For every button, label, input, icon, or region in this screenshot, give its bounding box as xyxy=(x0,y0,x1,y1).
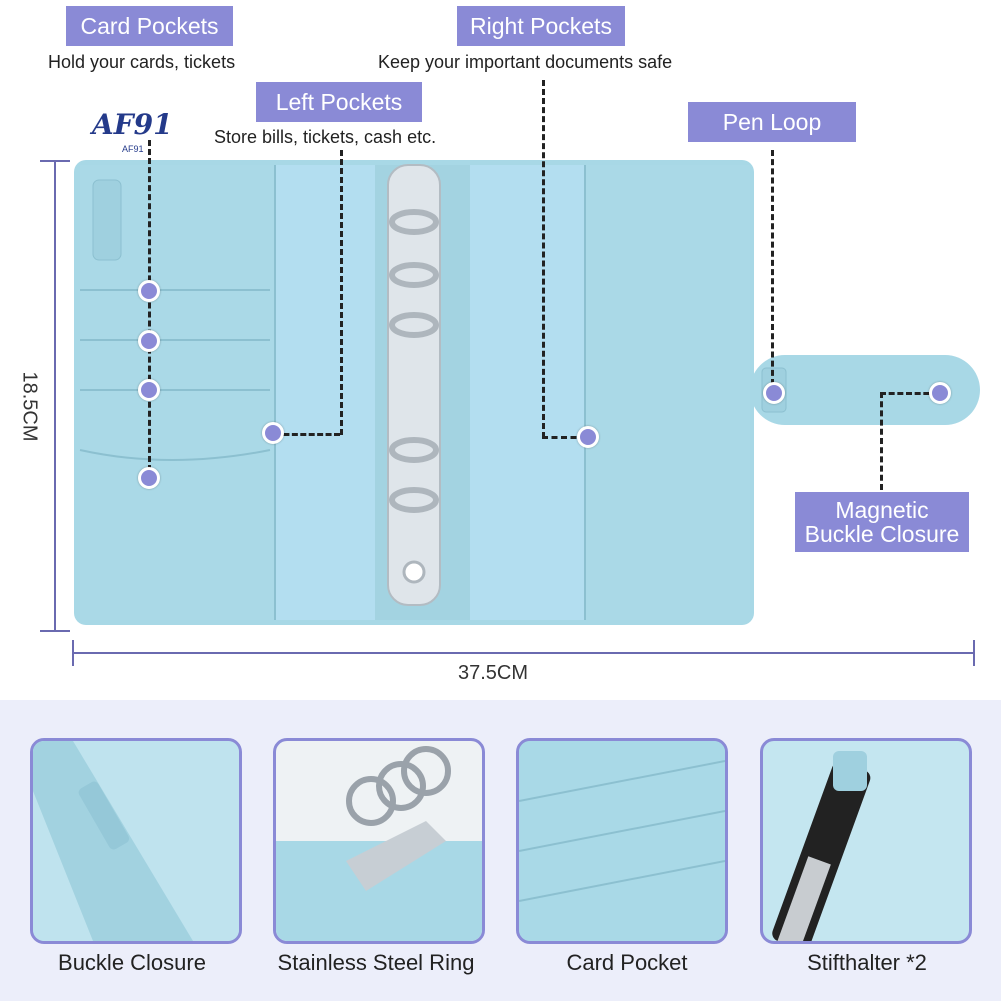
card-slot-dot-4 xyxy=(138,467,160,489)
right-pockets-desc: Keep your important documents safe xyxy=(378,52,673,72)
left-pockets-label: Left Pockets xyxy=(256,82,422,122)
magnetic-buckle-label: Magnetic Buckle Closure xyxy=(795,492,969,552)
magnetic-dot xyxy=(929,382,951,404)
height-dim-line xyxy=(54,160,56,630)
card-slot-dot-3 xyxy=(138,379,160,401)
height-dim-cap-top xyxy=(40,160,70,162)
caption-card-pocket: Card Pocket xyxy=(566,950,688,975)
logo-subtext: AF91 xyxy=(122,144,144,154)
caption-pen-holder: Stifthalter *2 xyxy=(807,950,927,975)
thumb-pen-holder xyxy=(760,738,972,944)
right-pockets-connector-h xyxy=(542,436,586,439)
magnetic-connector-h xyxy=(880,392,938,395)
thumb-buckle-closure xyxy=(30,738,242,944)
right-pockets-label: Right Pockets xyxy=(457,6,625,46)
left-pockets-connector-h xyxy=(275,433,340,436)
left-pocket-dot xyxy=(262,422,284,444)
thumb-card-pocket xyxy=(516,738,728,944)
right-pocket-dot xyxy=(577,426,599,448)
width-dim-cap-left xyxy=(72,640,74,666)
left-pockets-connector-v xyxy=(340,150,343,435)
thumb-steel-ring xyxy=(273,738,485,944)
right-pockets-connector-v xyxy=(542,80,545,438)
brand-logo: AF91 AF91 xyxy=(92,108,188,156)
width-dim-line xyxy=(72,652,975,654)
card-pockets-desc: Hold your cards, tickets xyxy=(48,52,236,72)
magnetic-line1: Magnetic xyxy=(835,496,929,523)
card-pockets-connector xyxy=(148,140,151,480)
height-dim-cap-bottom xyxy=(40,630,70,632)
card-pockets-label: Card Pockets xyxy=(66,6,233,46)
left-pockets-desc: Store bills, tickets, cash etc. xyxy=(214,127,437,147)
binder-illustration xyxy=(74,160,980,625)
magnetic-connector-v xyxy=(880,392,883,490)
pen-loop-dot xyxy=(763,382,785,404)
pen-loop-label: Pen Loop xyxy=(688,102,856,142)
caption-buckle-closure: Buckle Closure xyxy=(58,950,206,975)
pen-loop-connector xyxy=(771,150,774,385)
width-dim-cap-right xyxy=(973,640,975,666)
caption-steel-ring: Stainless Steel Ring xyxy=(277,950,475,975)
width-dimension: 37.5CM xyxy=(458,662,529,684)
logo-text: AF91 xyxy=(92,108,173,141)
magnetic-line2: Buckle Closure xyxy=(804,521,960,547)
height-dimension: 18.5CM xyxy=(18,371,41,442)
card-slot-dot-2 xyxy=(138,330,160,352)
card-slot-dot-1 xyxy=(138,280,160,302)
